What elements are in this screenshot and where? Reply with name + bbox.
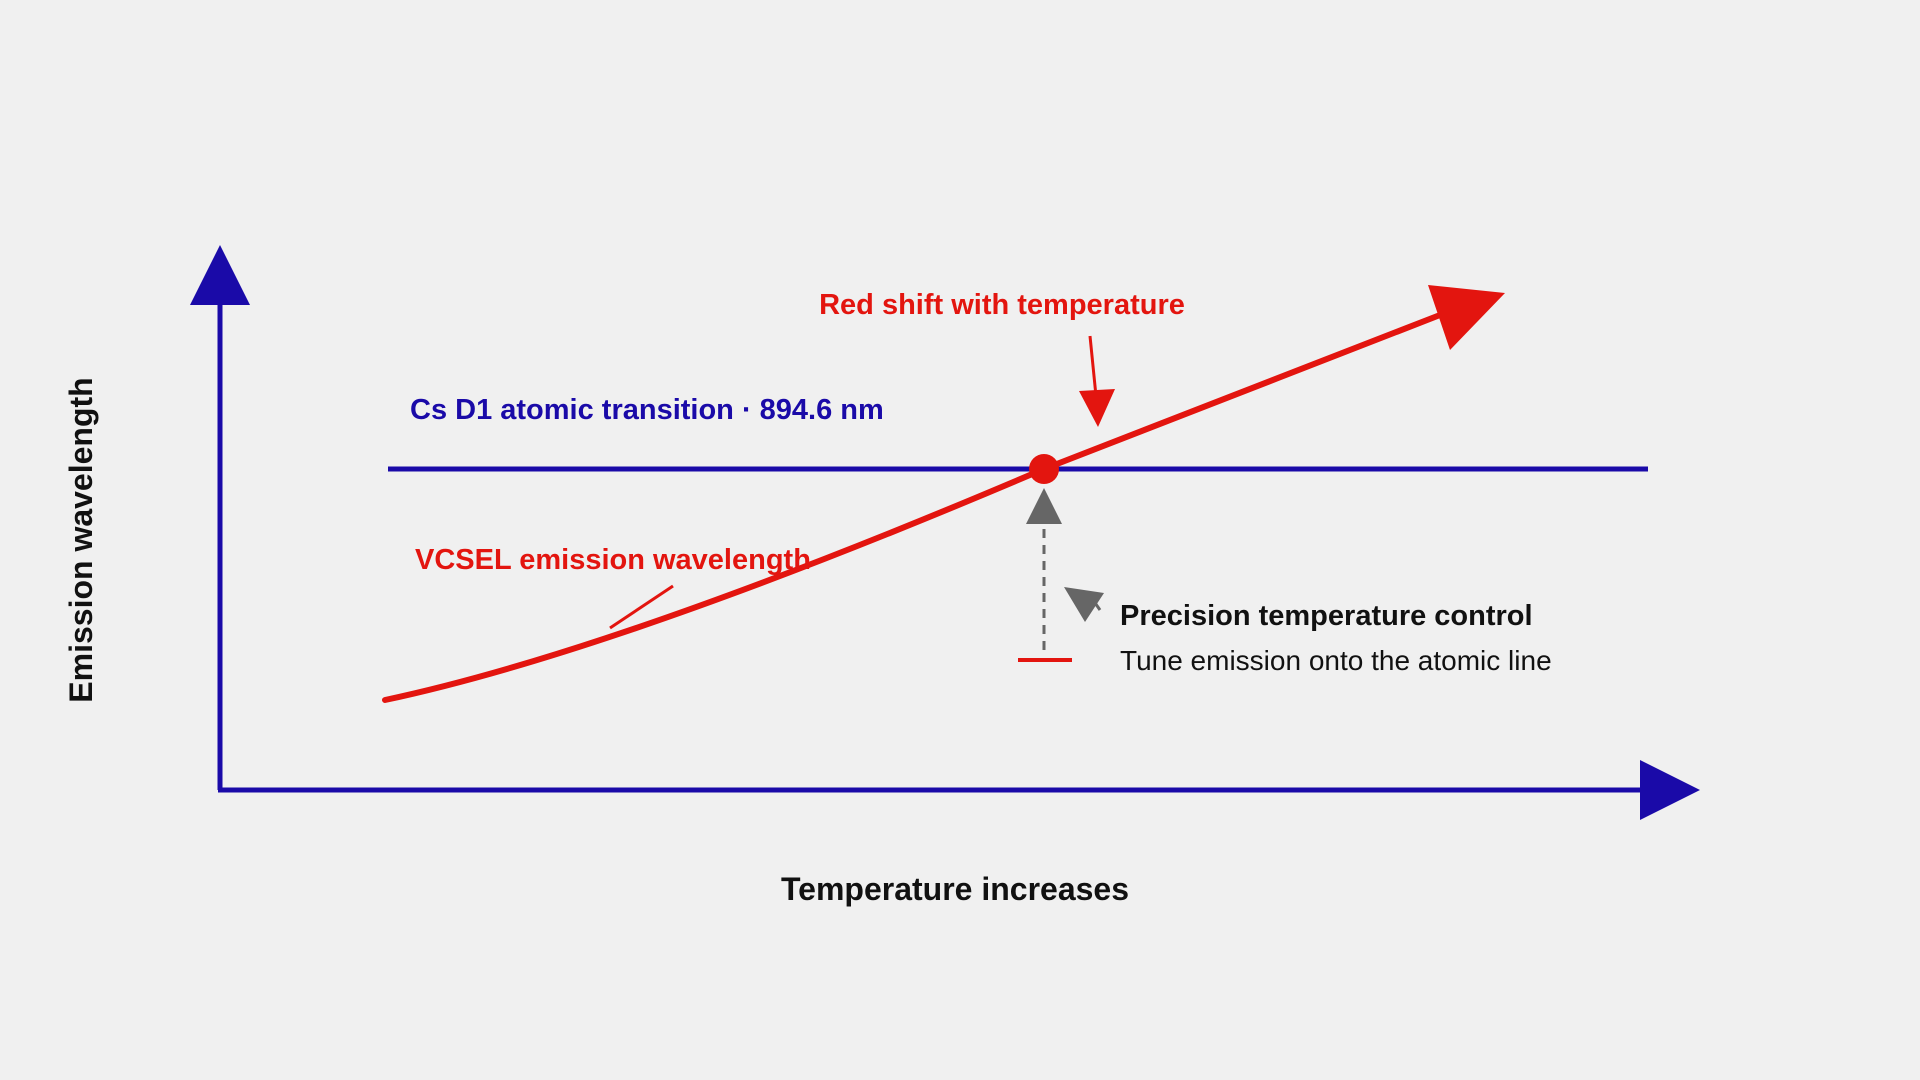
axes xyxy=(190,245,1700,820)
curve-arrowhead xyxy=(1428,285,1505,350)
vcsel-emission-curve xyxy=(382,312,1443,703)
tuning-arrow-head xyxy=(1026,488,1062,524)
x-axis-label: Temperature increases xyxy=(781,871,1129,907)
control-callout-pointer xyxy=(1064,587,1104,622)
intersection-point xyxy=(1029,454,1059,484)
tuning-arrow xyxy=(1018,488,1072,662)
red-shift-pointer-shaft xyxy=(1088,335,1098,397)
red-shift-pointer-head xyxy=(1079,389,1115,427)
vcsel-curve-label: VCSEL emission wavelength xyxy=(415,544,811,576)
y-axis-label: Emission wavelength xyxy=(63,377,99,702)
control-subtitle: Tune emission onto the atomic line xyxy=(1120,645,1552,676)
control-callout-tick xyxy=(1091,599,1102,611)
atomic-transition-label: Cs D1 atomic transition · 894.6 nm xyxy=(410,394,884,426)
control-title: Precision temperature control xyxy=(1120,600,1533,632)
y-axis-arrowhead xyxy=(190,245,250,305)
x-axis-arrowhead xyxy=(1640,760,1700,820)
red-shift-label: Red shift with temperature xyxy=(819,289,1185,321)
vcsel-label-leader xyxy=(609,584,674,630)
